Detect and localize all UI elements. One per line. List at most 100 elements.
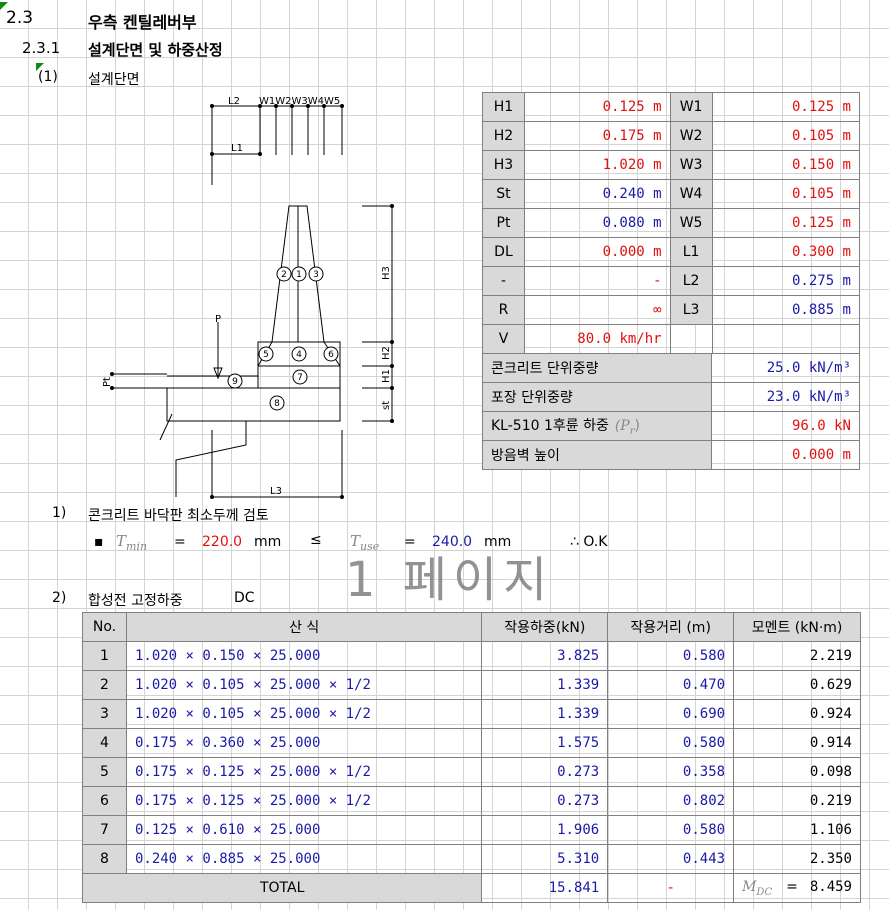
svg-text:8: 8 bbox=[274, 399, 280, 409]
param-value: 0.125 m bbox=[523, 92, 671, 122]
param-key: W4 bbox=[669, 179, 713, 209]
column-header: No. bbox=[82, 612, 127, 642]
param-key: St bbox=[482, 179, 525, 209]
param-key: L2 bbox=[669, 266, 713, 296]
row-distance: 0.580 bbox=[607, 815, 735, 845]
row-expression: 0.175 × 0.360 × 25.000 bbox=[125, 728, 483, 758]
row-number: 4 bbox=[82, 728, 127, 758]
param-value: 0.125 m bbox=[711, 208, 861, 238]
total-label: TOTAL bbox=[81, 873, 483, 903]
param-key: L3 bbox=[669, 295, 713, 325]
row-load: 1.906 bbox=[481, 815, 609, 845]
param-value: 0.125 m bbox=[711, 92, 861, 122]
row-distance: 0.470 bbox=[607, 670, 735, 700]
row-distance: 0.580 bbox=[607, 728, 735, 758]
property-label: KL-510 1후륜 하중(Pr) bbox=[481, 411, 713, 441]
property-symbol: (Pr) bbox=[614, 418, 640, 437]
row-moment: 2.219 bbox=[733, 641, 861, 671]
param-value: 0.240 m bbox=[523, 179, 671, 209]
row-number: 1 bbox=[82, 641, 127, 671]
param-key: H2 bbox=[482, 121, 525, 151]
row-number: 8 bbox=[82, 844, 127, 874]
dim-label-h3: H3 bbox=[381, 266, 392, 280]
row-expression: 0.175 × 0.125 × 25.000 × 1/2 bbox=[125, 757, 483, 787]
row-moment: 1.106 bbox=[733, 815, 861, 845]
region-marker-2: 2 bbox=[276, 266, 292, 282]
param-key: DL bbox=[482, 237, 525, 267]
svg-text:5: 5 bbox=[263, 350, 269, 360]
column-header: 작용거리 (m) bbox=[607, 612, 735, 642]
row-moment: 2.350 bbox=[733, 844, 861, 874]
tmin-unit: mm bbox=[254, 534, 282, 550]
param-value: ∞ bbox=[523, 295, 671, 325]
dc-title: 합성전 고정하중 bbox=[88, 593, 183, 609]
property-label-text: 방음벽 높이 bbox=[491, 448, 560, 464]
column-header: 산 식 bbox=[125, 612, 483, 642]
param-key: - bbox=[482, 266, 525, 296]
property-value: 96.0 kN bbox=[711, 411, 860, 441]
total-load: 15.841 bbox=[481, 873, 609, 903]
param-key: H3 bbox=[482, 150, 525, 180]
total-moment: MDC=8.459 bbox=[733, 873, 861, 903]
svg-text:3: 3 bbox=[313, 270, 319, 280]
param-value: 0.080 m bbox=[523, 208, 671, 238]
tmin-equals: = bbox=[174, 534, 186, 550]
param-value: 0.300 m bbox=[711, 237, 861, 267]
bullet-icon: ▪ bbox=[94, 534, 104, 550]
param-key: Pt bbox=[482, 208, 525, 238]
row-moment: 0.219 bbox=[733, 786, 861, 816]
row-load: 1.339 bbox=[481, 670, 609, 700]
row-distance: 0.443 bbox=[607, 844, 735, 874]
dc-number: 2) bbox=[52, 590, 67, 606]
param-value: - bbox=[523, 266, 671, 296]
row-expression: 1.020 × 0.105 × 25.000 × 1/2 bbox=[125, 699, 483, 729]
row-load: 0.273 bbox=[481, 757, 609, 787]
section-title: 우측 켄틸레버부 bbox=[88, 13, 197, 32]
region-marker-3: 3 bbox=[308, 266, 324, 282]
region-marker-1: 1 bbox=[291, 266, 307, 282]
param-key: H1 bbox=[482, 92, 525, 122]
row-load: 0.273 bbox=[481, 786, 609, 816]
dim-label-w: W1W2W3W4W5 bbox=[259, 96, 340, 107]
subsection-title: 설계단면 및 하중산정 bbox=[88, 41, 223, 59]
region-marker-8: 8 bbox=[269, 395, 285, 411]
row-load: 5.310 bbox=[481, 844, 609, 874]
row-number: 3 bbox=[82, 699, 127, 729]
row-load: 1.339 bbox=[481, 699, 609, 729]
check-title: 콘크리트 바닥판 최소두께 검토 bbox=[88, 508, 269, 524]
property-value: 23.0 kN/m³ bbox=[711, 382, 860, 412]
column-header: 작용하중(kN) bbox=[481, 612, 609, 642]
row-expression: 0.175 × 0.125 × 25.000 × 1/2 bbox=[125, 786, 483, 816]
row-expression: 0.240 × 0.885 × 25.000 bbox=[125, 844, 483, 874]
property-value: 0.000 m bbox=[711, 440, 860, 470]
tmin-symbol: Tmin bbox=[116, 532, 148, 553]
param-value: 80.0 km/hr bbox=[523, 324, 671, 354]
dim-label-h1: H1 bbox=[381, 369, 392, 383]
check-result: ∴ O.K bbox=[570, 534, 608, 550]
row-expression: 0.125 × 0.610 × 25.000 bbox=[125, 815, 483, 845]
tuse-symbol: Tuse bbox=[350, 532, 380, 553]
dc-code: DC bbox=[234, 590, 255, 606]
load-label-p: P bbox=[215, 314, 221, 325]
param-key: R bbox=[482, 295, 525, 325]
row-load: 1.575 bbox=[481, 728, 609, 758]
param-key: W2 bbox=[669, 121, 713, 151]
svg-text:1: 1 bbox=[296, 270, 302, 280]
param-value: 0.000 m bbox=[523, 237, 671, 267]
param-key: W3 bbox=[669, 150, 713, 180]
property-label: 포장 단위중량 bbox=[481, 382, 713, 412]
row-moment: 0.924 bbox=[733, 699, 861, 729]
subsection-number: 2.3.1 bbox=[22, 39, 61, 57]
